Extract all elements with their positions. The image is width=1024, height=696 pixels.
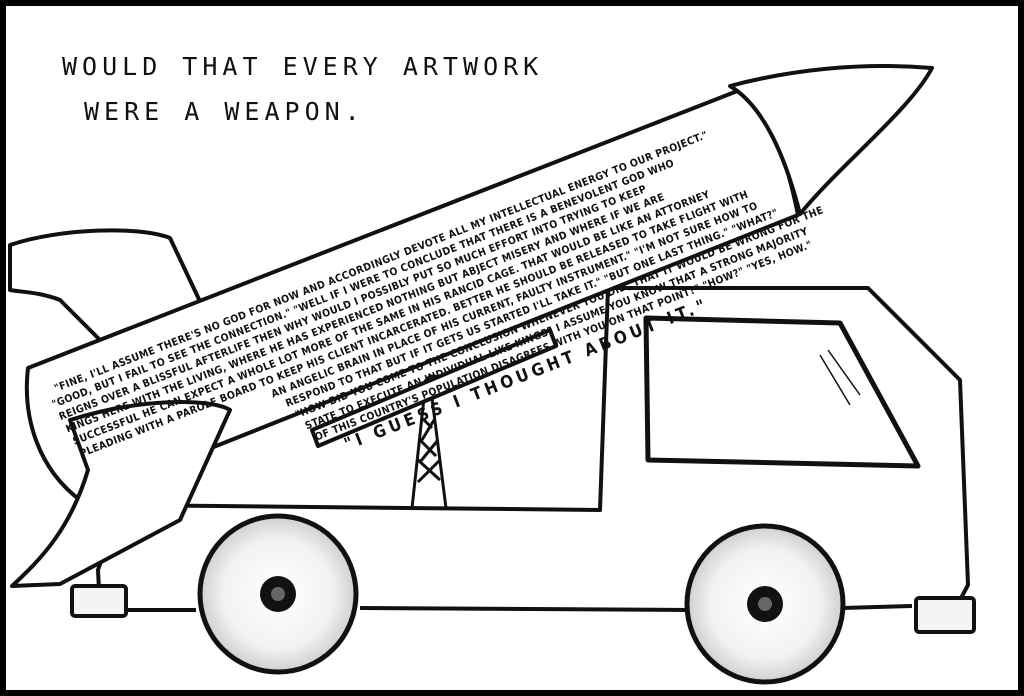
rocket-lower-fin bbox=[10, 400, 232, 588]
caption-line-1: WOULD THAT EVERY ARTWORK bbox=[62, 52, 544, 81]
rear-wheel bbox=[197, 513, 359, 675]
front-bumper bbox=[914, 596, 976, 634]
front-wheel bbox=[684, 523, 846, 685]
window-glare bbox=[819, 349, 861, 406]
caption-line-2: WERE A WEAPON. bbox=[84, 97, 365, 126]
rear-bumper bbox=[70, 584, 128, 618]
rocket bbox=[8, 64, 934, 588]
launch-rail bbox=[310, 328, 558, 448]
rocket-nose bbox=[728, 64, 934, 216]
truck bbox=[70, 286, 976, 634]
truck-window bbox=[643, 315, 921, 469]
caption: WOULD THAT EVERY ARTWORK WERE A WEAPON. bbox=[62, 44, 543, 134]
